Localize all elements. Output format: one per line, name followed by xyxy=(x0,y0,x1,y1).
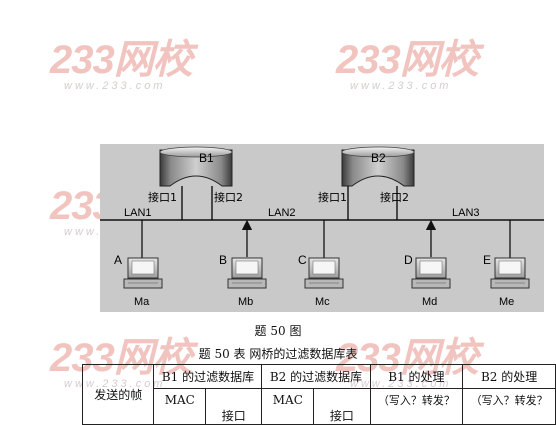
lan1-label: LAN1 xyxy=(124,207,152,219)
subheader-b1-mac: MAC xyxy=(153,388,207,425)
bridge-b2-label: B2 xyxy=(371,151,386,165)
host-b-label: B xyxy=(219,253,227,267)
subheader-b2-action-note: （写入？转发？ xyxy=(462,388,556,425)
subheader-b1-action-note: （写入？转发？ xyxy=(369,388,464,425)
b1-port2-label: 接口2 xyxy=(214,191,243,204)
bridge-b1-top xyxy=(159,146,233,158)
host-d-label: D xyxy=(404,253,413,267)
host-a-label: A xyxy=(114,253,122,267)
filter-table-area: 发送的帧 B1 的过滤数据库 B2 的过滤数据库 B1 的处理 B2 的处理 M… xyxy=(81,364,556,425)
filter-database-table: 发送的帧 B1 的过滤数据库 B2 的过滤数据库 B1 的处理 B2 的处理 M… xyxy=(81,364,556,425)
host-c-computer xyxy=(304,257,344,289)
host-c-label: C xyxy=(298,253,307,267)
subheader-b2-port: 接口 xyxy=(313,388,371,425)
col-header-frame: 发送的帧 xyxy=(81,364,155,425)
host-d-computer xyxy=(411,257,451,289)
b2-port2-label: 接口2 xyxy=(380,191,409,204)
bridge-b1-body xyxy=(159,149,233,187)
bridge-b2-body xyxy=(341,149,415,187)
bridge-b1: B1 xyxy=(159,146,233,187)
host-c-mac: Mc xyxy=(315,296,330,308)
host-d-mac: Md xyxy=(422,296,437,308)
col-header-b2-action: B2 的处理 xyxy=(462,364,556,389)
subheader-b1-port: 接口 xyxy=(205,388,263,425)
figure-caption: 题 50 图 xyxy=(254,324,302,338)
host-b-computer xyxy=(227,257,267,289)
bridge-b2-top xyxy=(341,146,415,158)
bridge-b2: B2 xyxy=(341,146,415,187)
b2-port1-label: 接口1 xyxy=(318,191,347,204)
host-e-label: E xyxy=(483,253,491,267)
table-caption: 题 50 表 网桥的过滤数据库表 xyxy=(198,347,358,361)
host-a-mac: Ma xyxy=(134,296,150,308)
lan3-label: LAN3 xyxy=(452,207,480,219)
b1-port1-label: 接口1 xyxy=(148,191,177,204)
host-b-mac: Mb xyxy=(238,296,253,308)
host-a-computer xyxy=(123,257,163,289)
col-header-b1-action: B1 的处理 xyxy=(369,364,464,389)
col-header-b2-db: B2 的过滤数据库 xyxy=(261,364,371,389)
host-e-mac: Me xyxy=(499,296,514,308)
bridge-b1-label: B1 xyxy=(199,151,214,165)
lan2-label: LAN2 xyxy=(268,207,296,219)
host-e-computer xyxy=(490,257,530,289)
subheader-b2-mac: MAC xyxy=(261,388,315,425)
col-header-b1-db: B1 的过滤数据库 xyxy=(153,364,263,389)
